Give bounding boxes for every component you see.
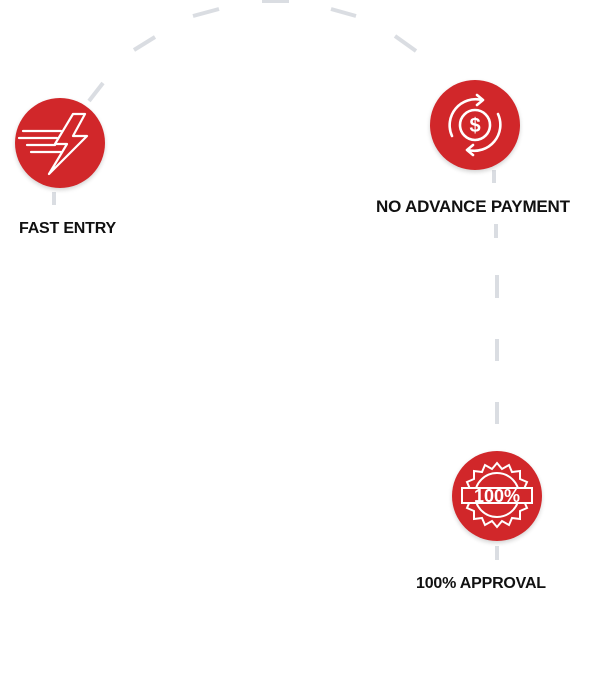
- no-advance-payment-label: NO ADVANCE PAYMENT: [376, 197, 570, 216]
- connector-segment: [132, 35, 157, 52]
- dollar-cycle-icon: $: [448, 93, 502, 157]
- svg-text:$: $: [469, 115, 480, 137]
- connector-segment: [87, 81, 105, 103]
- connector-segment: [393, 34, 418, 53]
- approval-seal-icon: 100%: [461, 461, 533, 529]
- approval-label: 100% APPROVAL: [416, 575, 546, 592]
- connector-segment: [192, 7, 220, 18]
- connector-segment: [330, 7, 357, 18]
- lightning-bolt-icon: [17, 112, 89, 176]
- no-advance-payment-badge: $: [430, 80, 520, 170]
- fast-entry-badge: [15, 98, 105, 188]
- fast-entry-label: FAST ENTRY: [19, 220, 116, 237]
- seal-text: 100%: [474, 486, 520, 506]
- approval-badge: 100%: [452, 451, 542, 541]
